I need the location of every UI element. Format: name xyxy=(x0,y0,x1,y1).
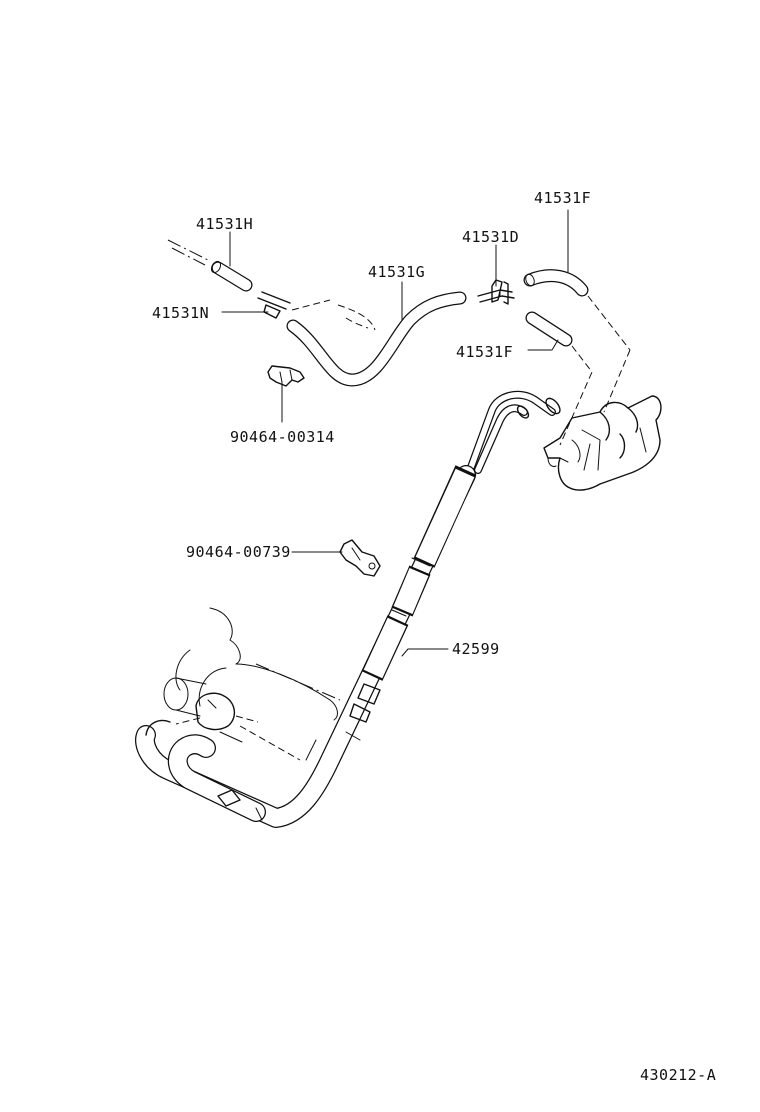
label-90464-00739: 90464-00739 xyxy=(186,543,291,561)
label-42599: 42599 xyxy=(452,640,500,658)
drawing-code: 430212-A xyxy=(640,1066,716,1084)
label-41531F-top: 41531F xyxy=(534,189,591,207)
clamp-90464-00314 xyxy=(267,365,305,387)
canister-assembly xyxy=(543,395,662,491)
label-41531D: 41531D xyxy=(462,228,519,246)
label-41531G: 41531G xyxy=(368,263,425,281)
clip-90464-00739 xyxy=(339,539,381,577)
connector-41531D xyxy=(477,279,515,305)
label-41531N: 41531N xyxy=(152,304,209,322)
label-41531H: 41531H xyxy=(196,215,253,233)
label-41531F-mid: 41531F xyxy=(456,343,513,361)
pipe-assembly-42599 xyxy=(135,390,561,828)
connector-41531N xyxy=(257,291,331,319)
label-90464-00314: 90464-00314 xyxy=(230,428,335,446)
hose-41531H xyxy=(167,239,253,292)
hose-41531F-top xyxy=(523,269,631,413)
leader-lines xyxy=(221,209,569,657)
fuel-tank-reference xyxy=(163,607,341,761)
hose-41531F-mid xyxy=(525,311,593,446)
hose-41531G xyxy=(286,291,467,387)
